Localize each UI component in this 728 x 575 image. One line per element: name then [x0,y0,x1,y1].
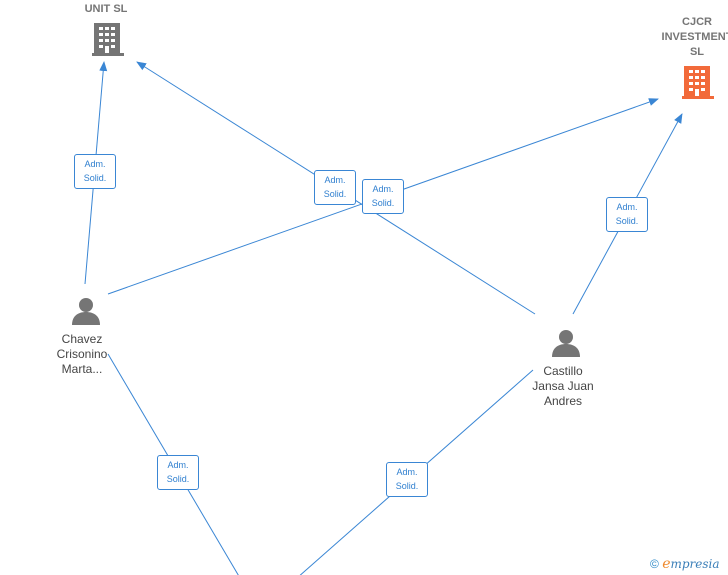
edge-label-adm-solid[interactable]: Adm. Solid. [74,154,116,189]
edge-label-line: Solid. [166,474,190,484]
edge-label-line: Solid. [83,173,107,183]
edge-label-line: Adm. [396,467,418,477]
brand-name: mpresia [670,557,720,571]
person-label-line: Jansa Juan [532,379,594,393]
edge-label-line: Adm. [616,202,638,212]
edge-label-adm-solid[interactable]: Adm. Solid. [606,197,648,232]
company-label-line: CJCR [682,16,712,28]
edge-label-line: Adm. [167,460,189,470]
edge-label-line: Adm. [324,175,346,185]
person-label-castillo[interactable]: Castillo Jansa Juan Andres [523,364,603,409]
edge-label-line: Solid. [323,189,347,199]
person-label-line: Chavez [61,332,103,346]
person-label-line: Andres [543,394,583,408]
copyright-symbol: © [650,557,659,571]
edge-label-adm-solid[interactable]: Adm. Solid. [314,170,356,205]
building-icon[interactable] [682,65,714,101]
person-icon[interactable] [551,328,581,358]
brand-logo[interactable]: © empresia [650,556,720,572]
edge-label-line: Solid. [395,481,419,491]
edge-label-adm-solid[interactable]: Adm. Solid. [386,462,428,497]
company-label-cjcr[interactable]: CJCR INVESTMENT SL [652,15,728,60]
building-icon[interactable] [92,22,124,58]
person-label-line: Marta... [61,362,103,376]
person-label-line: Castillo [543,364,583,378]
edge-label-line: Adm. [84,159,106,169]
edge-label-adm-solid[interactable]: Adm. Solid. [157,455,199,490]
company-label-unit-sl[interactable]: UNIT SL [84,3,128,15]
edge-label-adm-solid[interactable]: Adm. Solid. [362,179,404,214]
person-icon[interactable] [71,296,101,326]
edge-label-line: Adm. [372,184,394,194]
brand-initial: e [662,556,671,572]
edge-label-line: Solid. [371,198,395,208]
edge-label-line: Solid. [615,216,639,226]
company-label-line: SL [689,46,705,58]
person-label-chavez[interactable]: Chavez Crisonino Marta... [42,332,122,377]
person-label-line: Crisonino [56,347,108,361]
company-label-line: INVESTMENT [661,31,728,43]
